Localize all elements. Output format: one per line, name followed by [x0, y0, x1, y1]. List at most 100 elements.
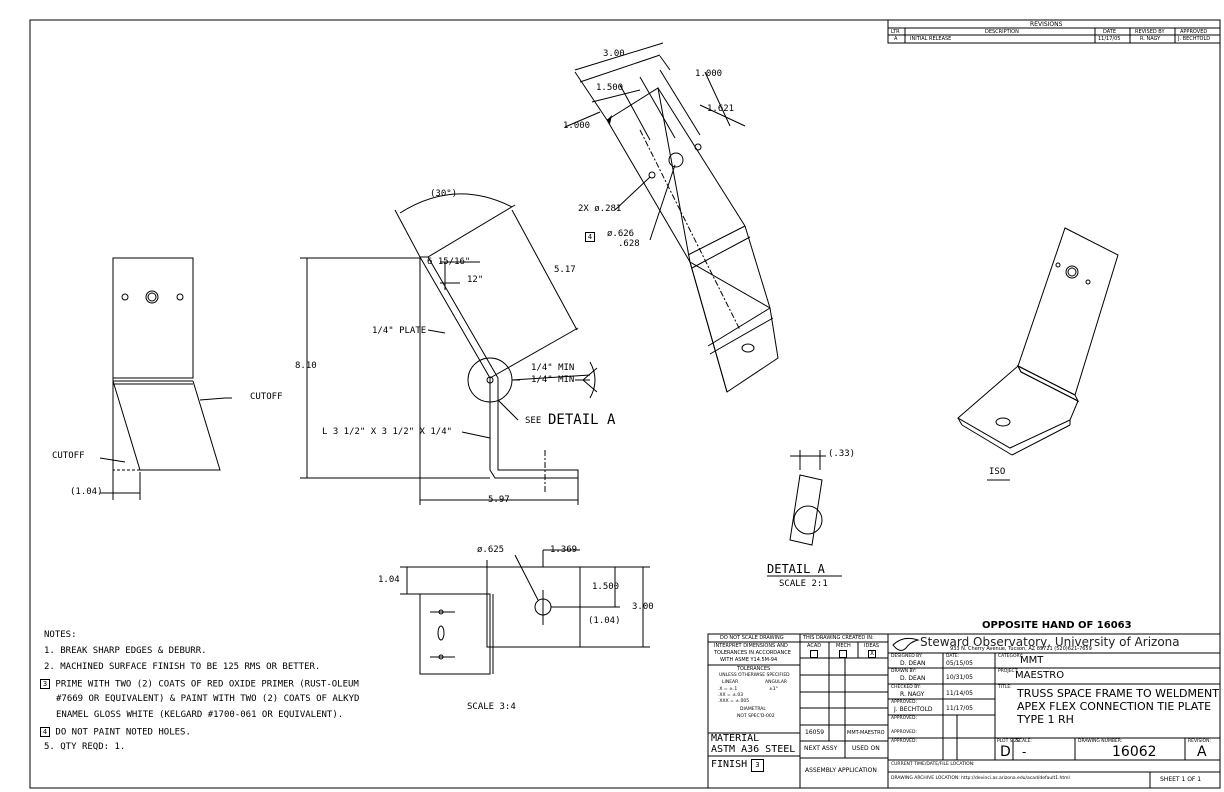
dim-5-17: 5.17 [554, 265, 576, 275]
note-3-text: PRIME WITH TWO (2) COATS OF RED OXIDE PR… [55, 679, 359, 690]
label-cutoff-left: CUTOFF [52, 451, 85, 461]
title-block-lines [707, 633, 1221, 789]
label-cutoff-right: CUTOFF [250, 392, 283, 402]
tb-linear: LINEAR [722, 680, 739, 685]
flag-3-icon: 3 [40, 679, 50, 689]
tb-dwg-no: 16062 [1112, 744, 1157, 760]
label-plate: 1/4" PLATE [372, 326, 427, 336]
tb-rev: A [1197, 744, 1207, 760]
revisions-row-description: INITIAL RELEASE [910, 36, 952, 42]
note-2-text: MACHINED SURFACE FINISH TO BE 125 RMS OR… [60, 662, 321, 672]
tb-approved2-label: APPROVED: [891, 716, 917, 721]
tb-tol-3: .XXX = ±.005 [718, 699, 750, 704]
revisions-title: REVISIONS [1030, 21, 1063, 28]
bottom-view [400, 549, 650, 675]
tb-checked-by: R. NAGY [900, 691, 925, 698]
flag-4-note-icon: 4 [40, 727, 50, 737]
flag-4-icon: 4 [585, 232, 595, 242]
tb-date-label: DATE: [946, 654, 960, 659]
tb-category: MMT [1020, 655, 1044, 666]
tb-diametral: DIAMETRAL [740, 707, 766, 712]
tb-interpret-3: WITH ASME Y14.5M-94 [720, 657, 778, 663]
dim-0-33: (.33) [828, 449, 856, 459]
label-scale-3-4: SCALE 3:4 [467, 702, 516, 712]
tb-scale: - [1022, 745, 1027, 759]
detail-a-view [767, 450, 842, 577]
tb-org-name: Steward Observatory, University of Arizo… [920, 635, 1180, 649]
dim-angle-30: (30°) [430, 189, 458, 199]
tb-dnsd: DO NOT SCALE DRAWING [720, 635, 784, 641]
opposite-hand-note: OPPOSITE HAND OF 16063 [982, 620, 1132, 631]
dim-1-04-left: (1.04) [70, 487, 103, 497]
sheet-border [29, 19, 1221, 789]
checkbox-ideas: X [868, 650, 876, 658]
checkbox-acad [810, 650, 818, 658]
note-3-line-3: ENAMEL GLOSS WHITE (KELGARD #1700-061 OR… [56, 710, 344, 720]
tb-drawn-date: 10/31/05 [946, 674, 973, 681]
dim-1-000-top: 1.000 [695, 69, 723, 79]
revisions-header-ltr: LTR [891, 29, 900, 35]
checkbox-mech [839, 650, 847, 658]
label-angle-stock: L 3 1/2" X 3 1/2" X 1/4" [322, 427, 453, 437]
tb-designed-date: 05/15/05 [946, 660, 973, 667]
bore-note: 4 [585, 232, 595, 243]
tb-project: MAESTRO [1015, 670, 1065, 681]
iso-view [957, 227, 1119, 481]
tb-approved3-label: APPROVED: [891, 739, 917, 744]
front-view [300, 193, 598, 505]
note-1-number: 1. [44, 646, 55, 656]
revisions-header-revised-by: REVISED BY [1135, 29, 1165, 35]
tb-approved-label: APPROVED: [891, 700, 917, 705]
dim-3-00-bottom: 3.00 [632, 602, 654, 612]
dim-3-00: 3.00 [603, 49, 625, 59]
note-1-text: BREAK SHARP EDGES & DEBURR. [60, 646, 207, 656]
note-2-number: 2. [44, 662, 55, 672]
tb-designed-by-label: DESIGNED BY: [891, 654, 923, 659]
tb-next-assy: NEXT ASSY [804, 745, 838, 752]
tb-interpret-2: TOLERANCES IN ACCORDANCE [714, 650, 791, 656]
tb-rev-label: REVISION: [1188, 739, 1211, 744]
note-2: 2. MACHINED SURFACE FINISH TO BE 125 RMS… [44, 663, 320, 672]
tb-checked-date: 11/14/05 [946, 690, 973, 697]
dim-bore-top: ø.626 [607, 229, 635, 239]
note-3: 3 PRIME WITH TWO (2) COATS OF RED OXIDE … [40, 679, 359, 690]
tb-material: ASTM A36 STEEL [711, 744, 796, 755]
label-iso: ISO [989, 467, 1006, 477]
tb-plot-size-label: PLOT SIZE [997, 739, 1020, 744]
note-4-text: DO NOT PAINT NOTED HOLES. [55, 727, 191, 738]
detail-a-scale: SCALE 2:1 [779, 579, 828, 589]
revisions-row-approved: J. BECHTOLD [1178, 36, 1211, 42]
revision-table-lines [887, 19, 1221, 44]
dim-8-10: 8.10 [295, 361, 317, 371]
dim-bend: 6 15/16" [427, 257, 471, 267]
dim-bore-bottom: .628 [618, 239, 640, 249]
tb-tol-1: .X = ±.1 [718, 687, 738, 692]
note-5-number: 5. [44, 742, 55, 752]
tb-sheet: SHEET 1 OF 1 [1160, 776, 1202, 783]
tb-drawn-by-label: DRAWN BY: [891, 669, 916, 674]
tb-cad-ideas: IDEAS [864, 643, 880, 649]
tb-plot-size: D [1000, 744, 1011, 760]
tb-next-assy-value: 16059 [805, 729, 825, 736]
dim-2x-holes: 2X ø.281 [578, 204, 622, 214]
tb-material-label: MATERIAL [711, 733, 760, 744]
tb-dwg-no-label: DRAWING NUMBER: [1078, 739, 1123, 744]
tb-angular: ANGULAR [765, 680, 788, 685]
tb-org-address: 933 N. Cherry Avenue, Tucson, AZ 85721 (… [950, 646, 1092, 652]
dim-dia-625: ø.625 [477, 545, 505, 555]
tb-created-in: THIS DRAWING CREATED IN: [803, 635, 874, 641]
revisions-header-date: DATE [1103, 29, 1117, 35]
flat-view [564, 42, 779, 393]
dim-1-04-paren: (1.04) [588, 616, 621, 626]
dim-1-621: 1.621 [707, 104, 735, 114]
label-see: SEE [525, 416, 542, 426]
tb-designed-by: D. DEAN [900, 660, 926, 667]
tb-current-location: CURRENT TIME/DATE/FILE LOCATION: [891, 762, 975, 767]
dim-1-369: 1.369 [550, 545, 578, 555]
tb-project-label: PROJECT: [998, 669, 1019, 674]
left-side-view [99, 257, 232, 500]
tb-checked-by-label: CHECKED BY: [891, 685, 921, 690]
dim-1-500: 1.500 [596, 83, 624, 93]
